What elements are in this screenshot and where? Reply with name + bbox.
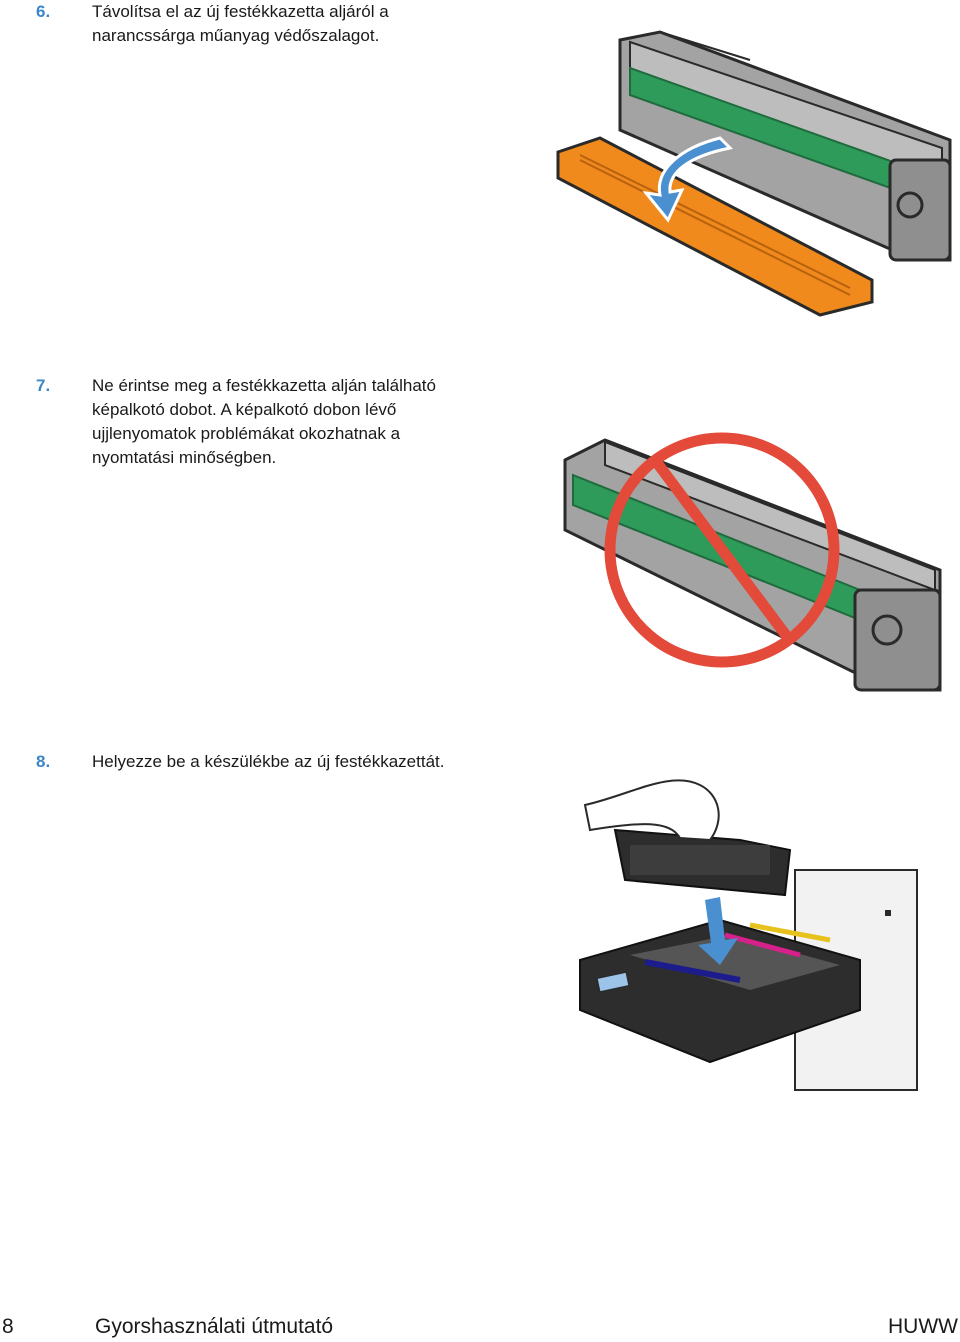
toner-cartridge <box>618 30 952 262</box>
do-not-touch-drum-illustration <box>563 432 942 692</box>
step-text: Ne érintse meg a festékkazetta alján tal… <box>92 376 436 467</box>
insert-cartridge-illustration <box>579 779 918 1091</box>
hand <box>583 779 720 842</box>
down-arrow-icon <box>698 897 738 965</box>
page-footer: 8 Gyorshasználati útmutató HUWW <box>0 1312 960 1342</box>
guide-title: Gyorshasználati útmutató <box>95 1315 334 1338</box>
prohibition-icon <box>604 432 840 668</box>
step-number: 6. <box>36 2 51 21</box>
step-number: 8. <box>36 752 51 771</box>
page-number: 8 <box>2 1315 14 1338</box>
step-text: Helyezze be a készülékbe az új festékkaz… <box>92 752 445 771</box>
toner-cartridge <box>613 828 792 897</box>
cartridge-drawer <box>579 918 861 1064</box>
curved-arrow-icon <box>642 136 734 223</box>
step-number: 7. <box>36 376 51 395</box>
orange-protective-tape <box>556 136 874 317</box>
step-text: Távolítsa el az új festékkazetta aljáról… <box>92 2 389 45</box>
region-code: HUWW <box>888 1315 958 1338</box>
remove-tape-illustration <box>556 30 952 317</box>
